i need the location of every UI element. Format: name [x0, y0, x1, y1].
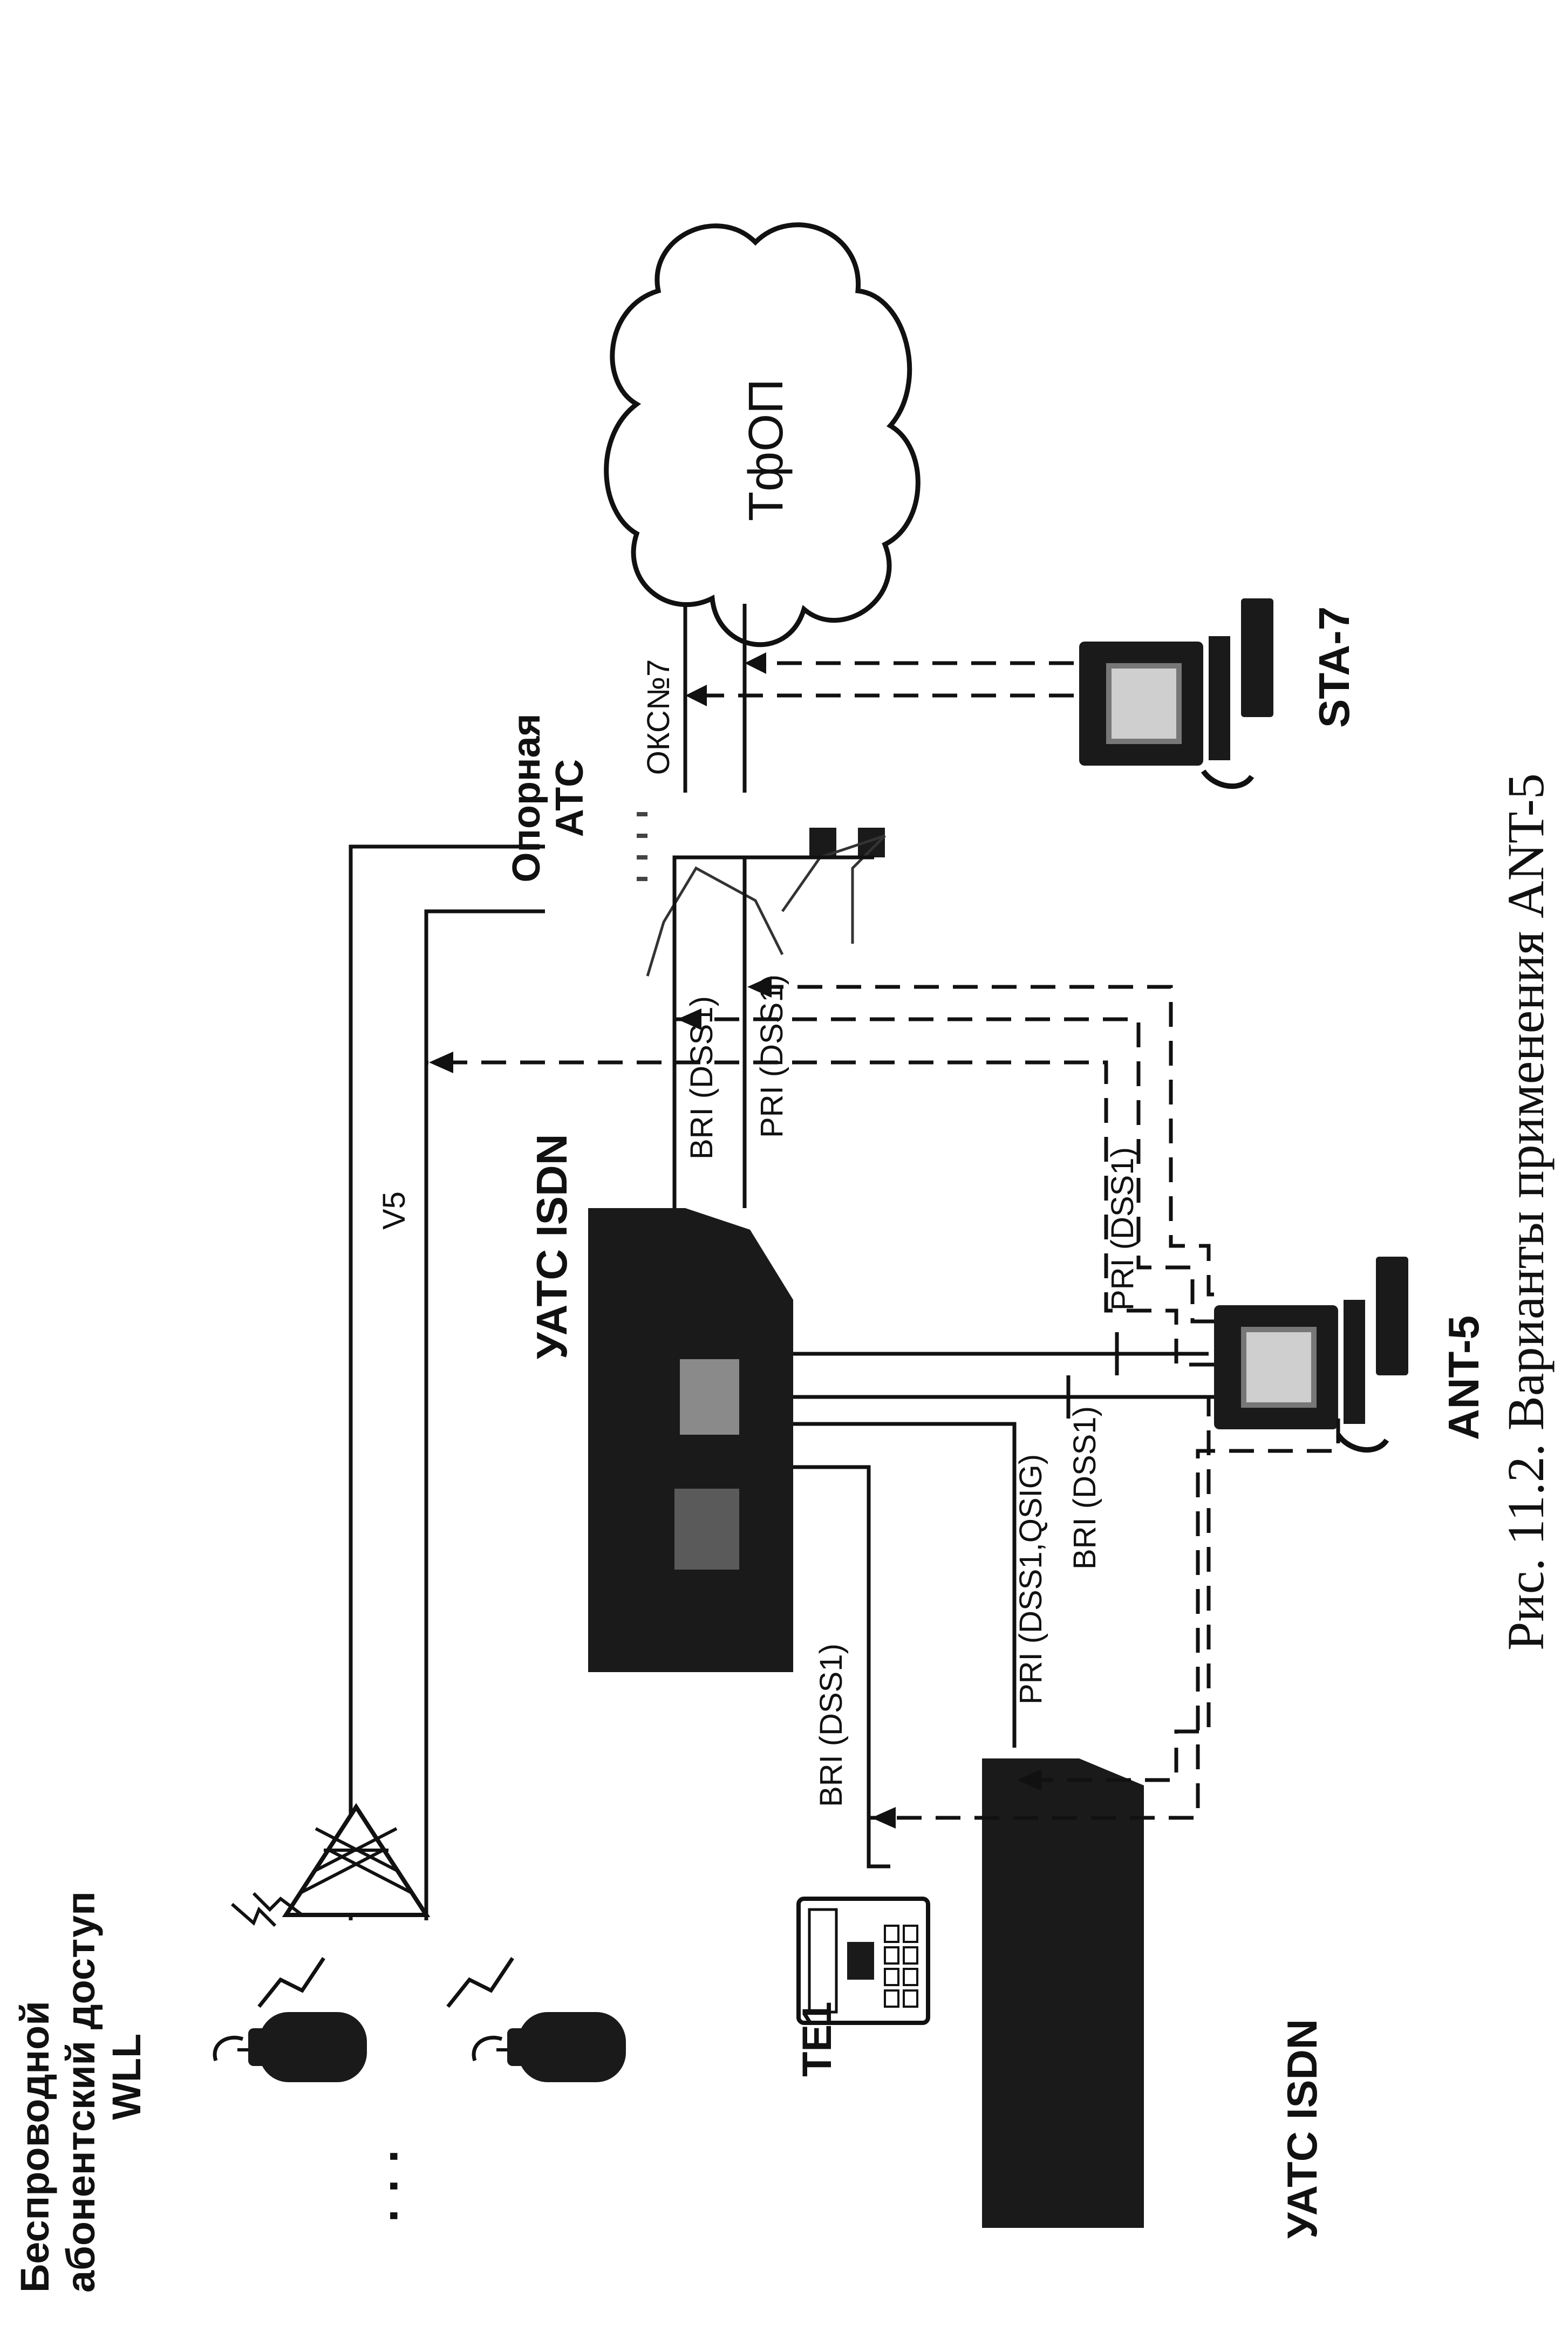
te1-label: TE1 — [794, 2002, 840, 2077]
exchange-links: BRI (DSS1) PRI (DSS1) — [672, 855, 874, 1208]
wll-label-line1: Беспроводной — [12, 2001, 57, 2293]
figure-caption: Рис. 11.2. Варианты применения ANT-5 — [1497, 773, 1555, 1651]
sta7-label: STA-7 — [1310, 606, 1358, 728]
ss7-label: ОКС№7 — [641, 659, 676, 775]
pri-ant-label: PRI (DSS1) — [1105, 1147, 1140, 1311]
wll-label-line3: WLL — [104, 2034, 149, 2120]
uatc-center-label: УАТС ISDN — [528, 1134, 576, 1359]
exchange-label-line2: АТС — [548, 759, 591, 837]
ss7-link: ОКС№7 — [641, 604, 1074, 793]
pri-exchange-label: PRI (DSS1) — [754, 974, 789, 1138]
wll-label-line2: абонентский доступ — [58, 1891, 103, 2293]
exchange-label-line1: Опорная — [505, 714, 548, 883]
wll-tower — [231, 1803, 431, 1927]
uatc-center: УАТС ISDN — [528, 1134, 793, 1672]
wll-label: Беспроводной абонентский доступ WLL — [12, 1891, 149, 2293]
pri-qsig-link: PRI (DSS1,QSIG) — [793, 1422, 1048, 1748]
wll-subscriber-2 — [472, 2012, 626, 2082]
bri-te1-link: BRI (DSS1) — [793, 1465, 890, 1869]
v5-label: V5 — [377, 1191, 412, 1230]
ant5-links: BRI (DSS1) PRI (DSS1) — [793, 1147, 1209, 1570]
pri-qsig-label: PRI (DSS1,QSIG) — [1013, 1454, 1048, 1704]
ant5-label: ANT-5 — [1440, 1315, 1488, 1440]
bri-ant-label: BRI (DSS1) — [1067, 1406, 1102, 1570]
uatc-bottom: УАТС ISDN — [982, 1758, 1326, 2239]
exchange-node: Опорная АТС — [505, 714, 886, 977]
bri-te1-label: BRI (DSS1) — [814, 1644, 849, 1807]
v5-link: V5 — [349, 844, 545, 1920]
uatc-bottom-label: УАТС ISDN — [1278, 2019, 1326, 2239]
sta7-workstation: STA-7 — [1079, 598, 1358, 789]
wll-subscriber-1 — [213, 2012, 367, 2082]
wll-ellipsis: · · · — [367, 2147, 421, 2222]
ant5-monitoring — [426, 976, 1340, 1829]
te1-terminal: TE1 — [794, 1897, 930, 2077]
pstn-cloud: ТфОП — [604, 222, 921, 647]
diagram-rotated: ТфОП ОКС№7 STA-7 Опорная АТС — [12, 222, 1555, 2293]
pstn-label: ТфОП — [739, 379, 793, 521]
ant5-workstation: ANT-5 — [1214, 1257, 1488, 1453]
wll-radio-links — [257, 1957, 514, 2008]
